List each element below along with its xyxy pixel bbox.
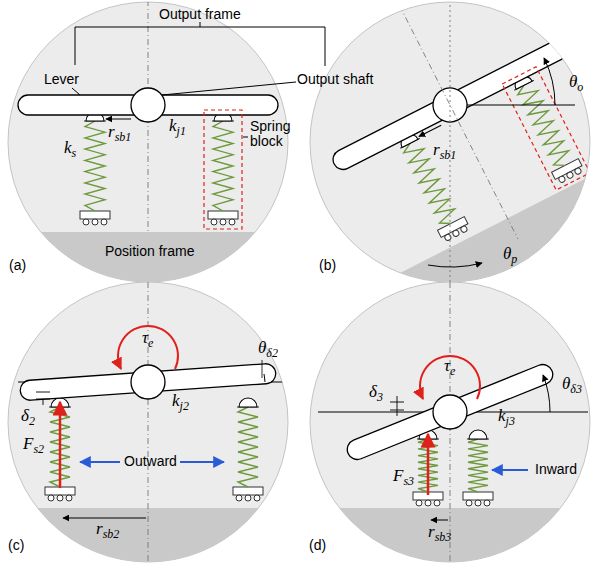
spring-block bbox=[45, 398, 75, 501]
symbol-main: θ bbox=[503, 244, 511, 263]
symbol-subscript: sb3 bbox=[435, 530, 452, 544]
symbol-subscript: e bbox=[148, 336, 153, 350]
symbol-main: r bbox=[428, 522, 435, 541]
symbol-label: rsb3 bbox=[428, 523, 451, 544]
symbol-subscript: sb2 bbox=[103, 527, 120, 541]
symbol-main: F bbox=[23, 434, 33, 453]
symbol-label: θδ3 bbox=[562, 375, 582, 396]
symbol-main: θ bbox=[569, 72, 577, 91]
symbol-main: r bbox=[433, 140, 440, 159]
symbol-subscript: sb1 bbox=[440, 148, 457, 162]
symbol-main: k bbox=[172, 391, 180, 410]
symbol-label: τe bbox=[142, 329, 153, 350]
symbol-label: rsb2 bbox=[96, 520, 119, 541]
symbol-label: kj3 bbox=[498, 407, 515, 428]
symbol-main: θ bbox=[258, 338, 266, 357]
symbol-label: ks bbox=[64, 139, 76, 160]
part-label: Lever bbox=[44, 72, 79, 87]
symbol-label: τe bbox=[444, 357, 455, 378]
part-label: (b) bbox=[319, 258, 336, 273]
symbol-subscript: δ2 bbox=[266, 346, 278, 360]
symbol-label: kj2 bbox=[172, 392, 189, 413]
part-label: Output shaft bbox=[297, 72, 373, 87]
symbol-subscript: s2 bbox=[33, 442, 44, 456]
symbol-label: θo bbox=[569, 73, 583, 94]
symbol-subscript: j3 bbox=[506, 414, 515, 428]
symbol-subscript: j1 bbox=[177, 124, 186, 138]
spring-block bbox=[463, 430, 493, 506]
part-label: Outward bbox=[124, 454, 177, 469]
symbol-main: τ bbox=[142, 328, 148, 347]
symbol-subscript: e bbox=[450, 364, 455, 378]
symbol-subscript: s bbox=[72, 146, 77, 160]
symbol-main: r bbox=[96, 519, 103, 538]
symbol-label: Fs3 bbox=[393, 467, 414, 488]
symbol-subscript: p bbox=[511, 252, 517, 266]
symbol-main: θ bbox=[562, 374, 570, 393]
part-label: Position frame bbox=[105, 244, 194, 259]
symbol-subscript: 2 bbox=[29, 414, 35, 428]
symbol-subscript: o bbox=[577, 80, 583, 94]
spring-block bbox=[413, 430, 443, 506]
symbol-main: k bbox=[64, 138, 72, 157]
symbol-main: F bbox=[393, 466, 403, 485]
symbol-label: θp bbox=[503, 245, 517, 266]
part-label: (d) bbox=[309, 538, 326, 553]
symbol-main: τ bbox=[444, 356, 450, 375]
symbol-main: r bbox=[108, 122, 115, 141]
part-label: Output frame bbox=[159, 7, 241, 22]
symbol-label: Fs2 bbox=[23, 435, 44, 456]
symbol-subscript: 3 bbox=[377, 390, 383, 404]
symbol-subscript: j2 bbox=[180, 399, 189, 413]
symbol-label: rsb1 bbox=[108, 123, 131, 144]
symbol-main: δ bbox=[369, 382, 377, 401]
part-label: Inward bbox=[535, 462, 577, 477]
symbol-label: kj1 bbox=[169, 117, 186, 138]
symbol-main: k bbox=[498, 406, 506, 425]
part-label: (c) bbox=[8, 538, 24, 553]
symbol-label: δ3 bbox=[369, 383, 383, 404]
symbol-main: δ bbox=[21, 406, 29, 425]
symbol-label: θδ2 bbox=[258, 339, 278, 360]
symbol-main: k bbox=[169, 116, 177, 135]
spring-block bbox=[233, 398, 263, 501]
symbol-subscript: δ3 bbox=[570, 382, 582, 396]
part-label: (a) bbox=[9, 258, 26, 273]
symbol-subscript: s3 bbox=[403, 474, 414, 488]
symbol-subscript: sb1 bbox=[115, 130, 132, 144]
part-label: Spring block bbox=[250, 119, 298, 150]
symbol-label: rsb1 bbox=[433, 141, 456, 162]
symbol-label: δ2 bbox=[21, 407, 35, 428]
